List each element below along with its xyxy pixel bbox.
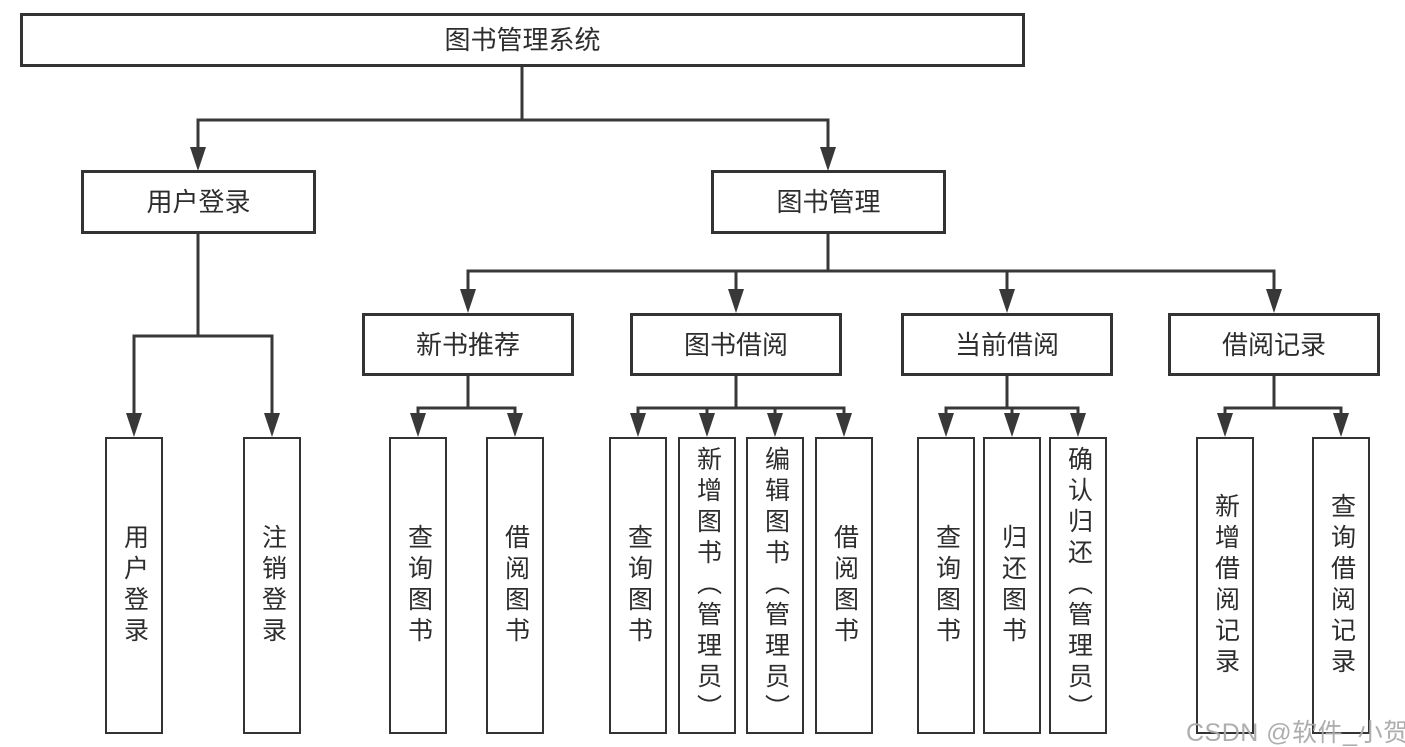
node-label: 用户登录 — [120, 523, 149, 648]
node-label: 确认归还（管理员） — [1064, 446, 1093, 725]
node-label: 查询图书 — [624, 523, 653, 648]
leaf-add-borrow-record: 新增借阅记录 — [1196, 437, 1254, 734]
node-new-book-recommendation: 新书推荐 — [362, 313, 574, 376]
leaf-query-books-borrowing: 查询图书 — [609, 437, 667, 734]
leaf-logout: 注销登录 — [243, 437, 301, 734]
node-label: 借阅图书 — [501, 523, 530, 648]
node-label: 借阅记录 — [1221, 329, 1326, 360]
node-user-login: 用户登录 — [81, 170, 316, 234]
node-borrowing-records: 借阅记录 — [1168, 313, 1380, 376]
node-current-borrowing: 当前借阅 — [901, 313, 1113, 376]
csdn-watermark: CSDN @软件_小贺同学 — [1186, 719, 1405, 747]
node-label: 查询图书 — [932, 523, 961, 648]
node-label: 当前借阅 — [954, 329, 1059, 360]
leaf-edit-book-admin: 编辑图书（管理员） — [746, 437, 804, 734]
leaf-query-books-current: 查询图书 — [917, 437, 975, 734]
node-label: 查询图书 — [404, 523, 433, 648]
node-book-management: 图书管理 — [711, 170, 946, 234]
node-label: 归还图书 — [998, 523, 1027, 648]
leaf-confirm-return-admin: 确认归还（管理员） — [1049, 437, 1107, 734]
node-label: 新书推荐 — [415, 329, 520, 360]
node-label: 新增借阅记录 — [1211, 492, 1240, 679]
node-label: 图书管理 — [776, 187, 881, 217]
arrowhead-icons — [126, 147, 1349, 437]
leaf-query-borrow-record: 查询借阅记录 — [1312, 437, 1370, 734]
node-label: 编辑图书（管理员） — [761, 446, 790, 725]
node-label: 借阅图书 — [830, 523, 859, 648]
node-label: 新增图书（管理员） — [693, 446, 722, 725]
node-label: 用户登录 — [146, 187, 251, 217]
node-label: 注销登录 — [258, 523, 287, 648]
leaf-user-login: 用户登录 — [105, 437, 163, 734]
node-label: 图书管理系统 — [444, 25, 601, 55]
node-library-management-system: 图书管理系统 — [20, 13, 1025, 67]
node-book-borrowing: 图书借阅 — [630, 313, 842, 376]
leaf-borrow-books-recommend: 借阅图书 — [486, 437, 544, 734]
node-label: 图书借阅 — [683, 329, 788, 360]
leaf-add-book-admin: 新增图书（管理员） — [678, 437, 736, 734]
leaf-return-books: 归还图书 — [983, 437, 1041, 734]
node-label: 查询借阅记录 — [1327, 492, 1356, 679]
leaf-query-books-recommend: 查询图书 — [389, 437, 447, 734]
leaf-borrow-books: 借阅图书 — [815, 437, 873, 734]
